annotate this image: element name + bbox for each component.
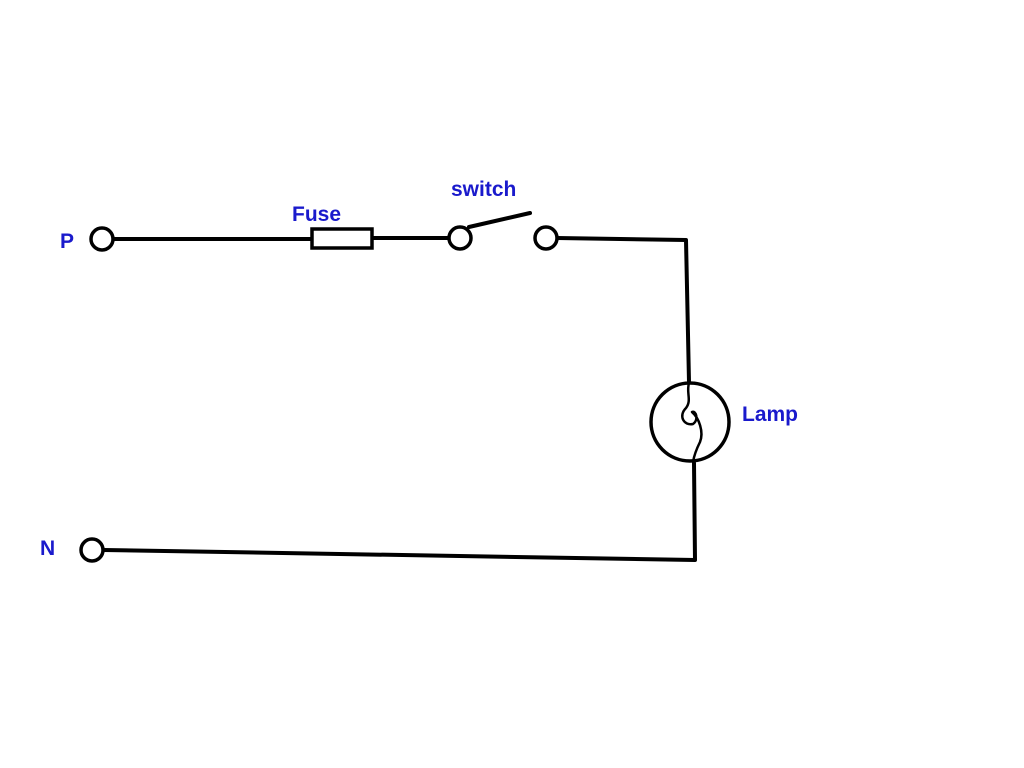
lamp-bulb: [649, 381, 731, 463]
switch-terminal-left: [447, 225, 473, 251]
switch-label: switch: [451, 178, 516, 201]
phase-terminal: [89, 226, 115, 252]
fuse-symbol: [310, 227, 374, 250]
wire-switch-to-lamp: [555, 236, 691, 384]
neutral-terminal: [79, 537, 105, 563]
lamp-filament: [681, 381, 703, 464]
open-switch-symbol: [447, 211, 559, 251]
wire-lamp-to-neutral: [102, 461, 697, 562]
phase-label: P: [60, 230, 74, 253]
switch-blade: [467, 211, 532, 229]
switch-terminal-right: [533, 225, 559, 251]
fuse-label: Fuse: [292, 203, 341, 226]
neutral-label: N: [40, 537, 55, 560]
lamp-symbol: [649, 381, 731, 464]
lamp-label: Lamp: [742, 403, 798, 426]
